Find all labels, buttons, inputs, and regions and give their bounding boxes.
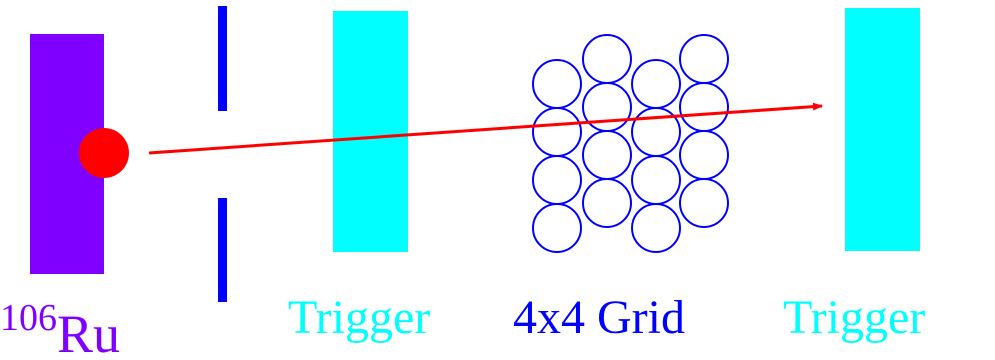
fiber-circle: [582, 82, 632, 132]
source-label: 106Ru: [0, 297, 120, 360]
fiber-circle: [582, 130, 632, 180]
fiber-circle: [679, 34, 729, 84]
grid-label: 4x4 Grid: [513, 291, 685, 344]
fiber-circle: [582, 34, 632, 84]
fiber-circle: [532, 59, 582, 109]
fiber-circle: [532, 155, 582, 205]
fiber-circle: [631, 155, 681, 205]
source-mass-number: 106: [0, 297, 57, 339]
fiber-circle: [679, 82, 729, 132]
trigger-right-label: Trigger: [783, 291, 925, 344]
collimator-lower: [218, 198, 227, 302]
source-point: [79, 128, 129, 178]
source-element: Ru: [57, 304, 120, 360]
trigger-right-block: [845, 8, 920, 251]
collimator-upper: [218, 6, 227, 111]
trigger-left-label: Trigger: [288, 291, 430, 344]
fiber-grid: [532, 34, 729, 253]
fiber-circle: [631, 203, 681, 253]
particle-track-arrow: [148, 102, 823, 155]
fiber-circle: [532, 203, 582, 253]
fiber-circle: [631, 59, 681, 109]
trigger-left-block: [333, 11, 408, 252]
fiber-circle: [679, 130, 729, 180]
fiber-circle: [582, 178, 632, 228]
fiber-circle: [679, 178, 729, 228]
fiber-circle: [532, 107, 582, 157]
